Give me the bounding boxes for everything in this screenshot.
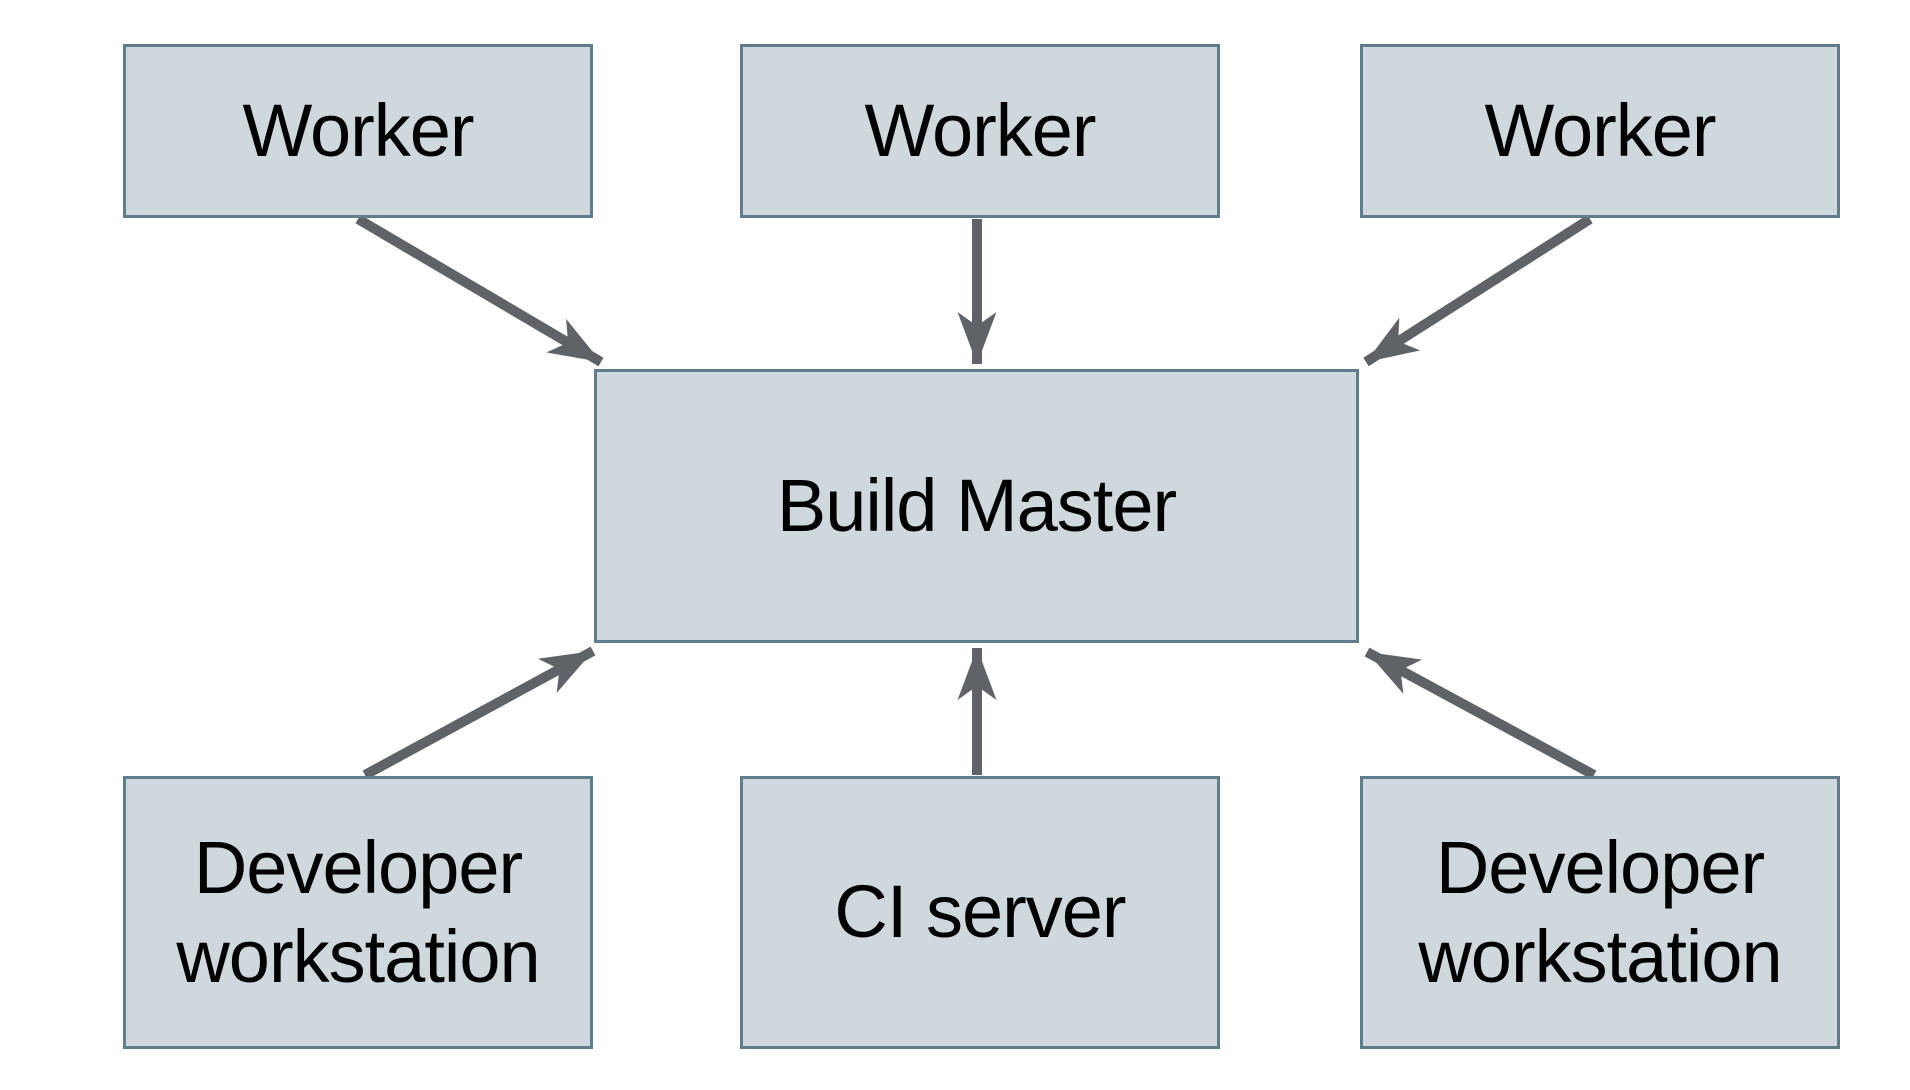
node-build-master-label: Build Master <box>776 463 1177 547</box>
node-developer-workstation-left: Developer workstation <box>123 776 593 1049</box>
node-developer-workstation-right: Developer workstation <box>1360 776 1840 1049</box>
arrow-worker3-to-build-master <box>1363 214 1593 367</box>
node-developer-workstation-left-line1: Developer <box>193 825 523 909</box>
node-worker-3: Worker <box>1360 44 1840 218</box>
node-developer-workstation-right-line2: workstation <box>1418 914 1782 998</box>
arrow-dev-right-to-build-master <box>1364 647 1597 780</box>
node-worker-1: Worker <box>123 44 593 218</box>
arrow-dev-left-to-build-master <box>362 646 596 780</box>
node-worker-2-label: Worker <box>864 88 1096 172</box>
node-build-master: Build Master <box>594 369 1359 643</box>
node-ci-server: CI server <box>740 776 1220 1049</box>
arrow-worker1-to-build-master <box>355 214 604 367</box>
node-worker-1-label: Worker <box>242 88 474 172</box>
node-ci-server-label: CI server <box>834 870 1126 954</box>
node-developer-workstation-left-line2: workstation <box>176 914 540 998</box>
node-developer-workstation-right-line1: Developer <box>1435 825 1765 909</box>
node-worker-2: Worker <box>740 44 1220 218</box>
node-worker-3-label: Worker <box>1484 88 1716 172</box>
